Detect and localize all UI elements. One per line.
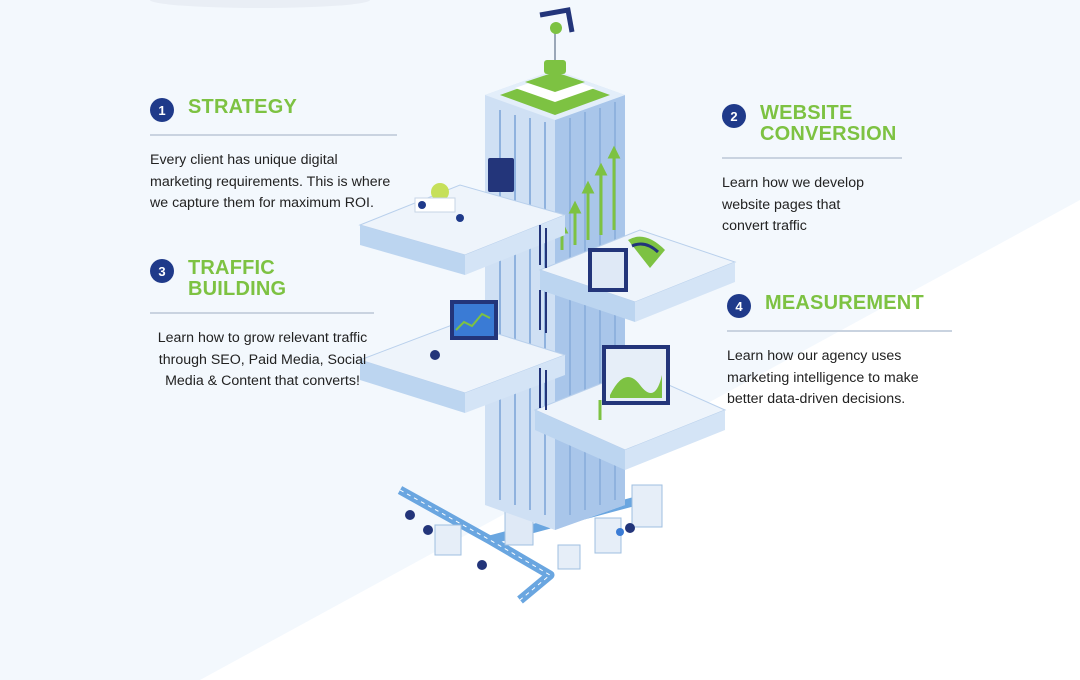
- divider: [150, 134, 397, 136]
- green-roof: [500, 72, 610, 115]
- step-number-badge: 1: [150, 98, 174, 122]
- step-number-badge: 4: [727, 294, 751, 318]
- section-heading: 1 STRATEGY: [150, 97, 397, 122]
- section-heading: 3 TRAFFIC BUILDING: [150, 258, 374, 300]
- city-road-icon: [397, 484, 663, 604]
- growth-arrows-icon: [555, 145, 621, 250]
- section-traffic-building: 3 TRAFFIC BUILDING Learn how to grow rel…: [150, 258, 374, 393]
- divider: [150, 312, 374, 314]
- section-measurement: 4 MEASUREMENT Learn how our agency uses …: [727, 293, 952, 411]
- step-number-badge: 2: [722, 104, 746, 128]
- section-description: Every client has unique digital marketin…: [150, 152, 391, 211]
- section-website-conversion: 2 WEBSITE CONVERSION Learn how we develo…: [722, 103, 902, 238]
- divider: [722, 157, 902, 159]
- platform-website: [538, 229, 737, 322]
- section-title: WEBSITE CONVERSION: [760, 102, 897, 145]
- divider: [727, 330, 952, 332]
- section-heading: 4 MEASUREMENT: [727, 293, 952, 318]
- section-strategy: 1 STRATEGY Every client has unique digit…: [150, 97, 397, 215]
- section-title: STRATEGY: [188, 96, 298, 118]
- section-title: MEASUREMENT: [765, 292, 924, 314]
- step-number-badge: 3: [150, 259, 174, 283]
- section-description: Learn how our agency uses marketing inte…: [727, 348, 919, 407]
- section-description: Learn how to grow relevant traffic throu…: [157, 330, 368, 389]
- section-heading: 2 WEBSITE CONVERSION: [722, 103, 902, 145]
- platform-measurement: [533, 345, 727, 470]
- section-description: Learn how we develop website pages that …: [722, 175, 864, 234]
- flag-icon: [539, 7, 575, 74]
- isometric-tower-illustration: [358, 7, 737, 604]
- section-title: TRAFFIC BUILDING: [188, 257, 287, 300]
